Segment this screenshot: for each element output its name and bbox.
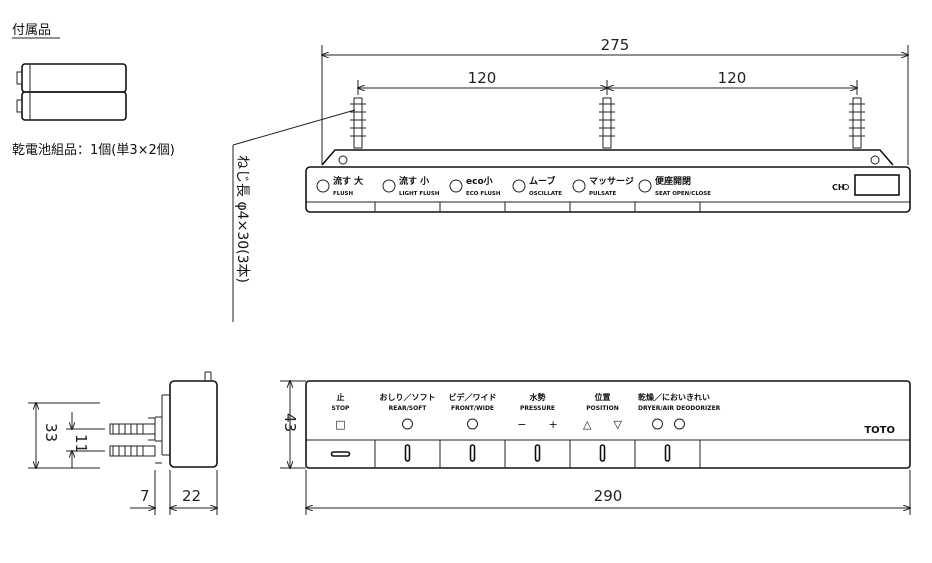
brand-logo: TOTO	[864, 425, 895, 436]
top-button-4[interactable]: ムーブ OSCILLATE	[512, 175, 562, 197]
front-button-6[interactable]: 乾燥／においきれい DRYER/AIR DEODORIZER	[638, 392, 721, 462]
top-button-6[interactable]: 便座開閉 SEAT OPEN/CLOSE	[638, 175, 711, 197]
front-symbol: △ ▽	[583, 418, 622, 431]
flush-small-icon	[382, 179, 396, 193]
top-button-label-jp: 便座開閉	[655, 175, 691, 187]
screw-leader	[232, 109, 356, 146]
front-icon	[402, 418, 413, 430]
front-label-en: REAR/SOFT	[389, 405, 428, 412]
dim-22: 22	[182, 487, 201, 505]
channel-indicator: CH	[832, 183, 845, 192]
button-key[interactable]	[599, 444, 606, 462]
top-button-label-jp: 流す 大	[333, 175, 363, 187]
front-icon	[652, 418, 663, 430]
dim-43: 43	[281, 413, 299, 432]
dim-11: 11	[72, 434, 90, 453]
screw-center	[599, 97, 615, 149]
front-button-2[interactable]: おしり／ソフト REAR/SOFT	[380, 392, 436, 462]
top-button-label-jp: eco小	[466, 175, 493, 187]
front-icon	[467, 418, 478, 430]
mount-hole-right	[870, 155, 880, 165]
top-button-label-en: LIGHT FLUSH	[399, 191, 440, 197]
front-label-en: DRYER/AIR DEODORIZER	[638, 405, 721, 412]
button-key[interactable]	[469, 444, 476, 462]
deodorizer-icon	[674, 418, 685, 430]
front-label-en: FRONT/WIDE	[451, 405, 494, 412]
top-button-label-en: SEAT OPEN/CLOSE	[655, 191, 711, 197]
front-button-3[interactable]: ビデ／ワイド FRONT/WIDE	[449, 392, 497, 462]
remote-top-view	[305, 166, 911, 213]
front-label-jp: 乾燥／においきれい	[638, 392, 710, 402]
dim-33: 33	[42, 423, 60, 442]
top-button-1[interactable]: 流す 大 FLUSH	[316, 175, 363, 197]
accessories-heading: 付属品	[12, 23, 51, 38]
battery-icon	[16, 63, 127, 121]
top-button-label-en: FLUSH	[333, 191, 353, 197]
screw-left	[350, 97, 366, 149]
button-key[interactable]	[664, 444, 671, 462]
front-label-jp: 水勢	[529, 392, 546, 402]
top-button-label-jp: 流す 小	[399, 175, 429, 187]
top-button-5[interactable]: マッサージ PULSATE	[572, 176, 634, 197]
front-label-en: STOP	[332, 405, 351, 412]
top-button-3[interactable]: eco小 ECO FLUSH	[449, 175, 501, 197]
top-button-label-jp: マッサージ	[589, 176, 634, 187]
seat-open-close-icon	[638, 179, 652, 193]
top-button-2[interactable]: 流す 小 LIGHT FLUSH	[382, 175, 440, 197]
front-label-jp: ビデ／ワイド	[449, 392, 497, 402]
dim-7: 7	[140, 487, 150, 505]
wall-bracket	[321, 149, 894, 166]
front-label-en: POSITION	[586, 405, 619, 412]
front-label-jp: おしり／ソフト	[380, 392, 436, 402]
side-view	[109, 371, 218, 468]
screw-right	[849, 97, 865, 149]
top-button-label-en: OSCILLATE	[529, 191, 562, 197]
front-label-en: PRESSURE	[520, 405, 555, 412]
pulsate-icon	[572, 179, 586, 193]
flush-large-icon	[316, 179, 330, 193]
front-symbol: □	[335, 418, 345, 431]
top-button-label-en: PULSATE	[589, 191, 617, 197]
screw-caption: ねじ長 φ4×30(3本)	[234, 155, 250, 283]
button-key[interactable]	[404, 444, 411, 462]
dim-290: 290	[594, 487, 623, 505]
ir-window	[854, 174, 900, 196]
front-button-5[interactable]: 位置 POSITION △ ▽	[583, 392, 622, 462]
front-button-1[interactable]: 止 STOP □	[330, 392, 351, 457]
top-button-label-en: ECO FLUSH	[466, 191, 501, 197]
front-button-4[interactable]: 水勢 PRESSURE − +	[517, 392, 558, 462]
front-label-jp: 位置	[595, 392, 611, 402]
dim-120-left: 120	[468, 69, 497, 87]
oscillate-icon	[512, 179, 526, 193]
button-key[interactable]	[534, 444, 541, 462]
stop-key[interactable]	[330, 451, 351, 457]
top-button-label-jp: ムーブ	[529, 175, 555, 187]
battery-caption: 乾電池組品：1個(単3×2個)	[12, 142, 175, 158]
mount-hole-left	[338, 155, 348, 165]
dim-120-right: 120	[718, 69, 747, 87]
remote-front-view	[305, 380, 911, 469]
front-symbol: − +	[517, 418, 557, 431]
eco-flush-icon	[449, 179, 463, 193]
dim-275: 275	[601, 36, 630, 54]
front-label-jp: 止	[337, 392, 345, 402]
